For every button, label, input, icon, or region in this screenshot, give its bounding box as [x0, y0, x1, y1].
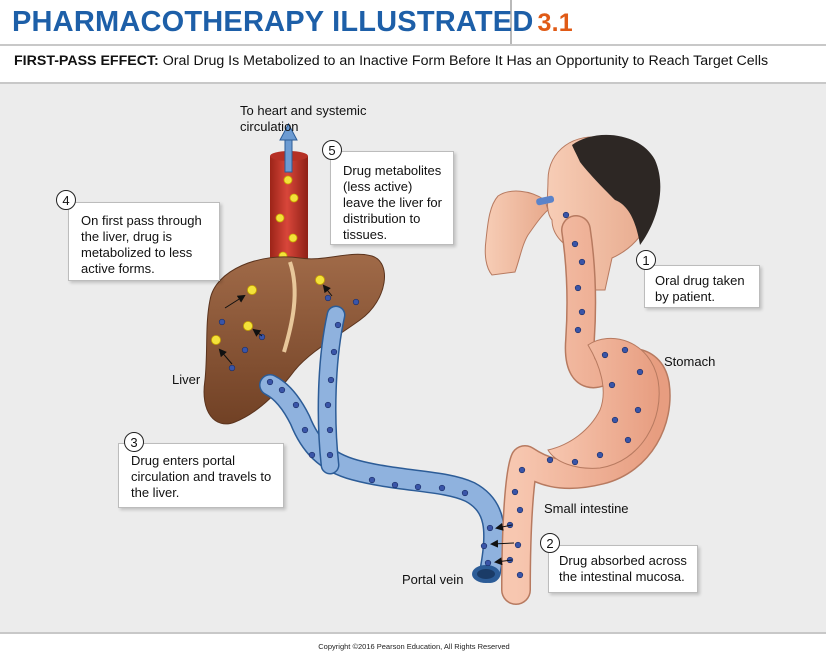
small-intestine-label: Small intestine	[544, 501, 629, 517]
step-3-callout: Drug enters portal circulation and trave…	[118, 443, 284, 508]
step-3-number: 3	[124, 432, 144, 452]
step-1-number: 1	[636, 250, 656, 270]
portal-vein-label: Portal vein	[402, 572, 463, 588]
heart-label: To heart and systemic circulation	[240, 103, 380, 135]
step-5-number: 5	[322, 140, 342, 160]
liver-label: Liver	[172, 372, 200, 388]
step-4-callout: On first pass through the liver, drug is…	[68, 202, 220, 281]
patient-hand	[485, 191, 554, 275]
step-1-callout: Oral drug taken by patient.	[644, 265, 760, 308]
step-2-callout: Drug absorbed across the intestinal muco…	[548, 545, 698, 593]
step-5-callout: Drug metabolites (less active) leave the…	[330, 151, 454, 245]
copyright-notice: Copyright ©2016 Pearson Education, All R…	[0, 642, 828, 651]
step-4-number: 4	[56, 190, 76, 210]
stomach-label: Stomach	[664, 354, 715, 370]
step-2-number: 2	[540, 533, 560, 553]
